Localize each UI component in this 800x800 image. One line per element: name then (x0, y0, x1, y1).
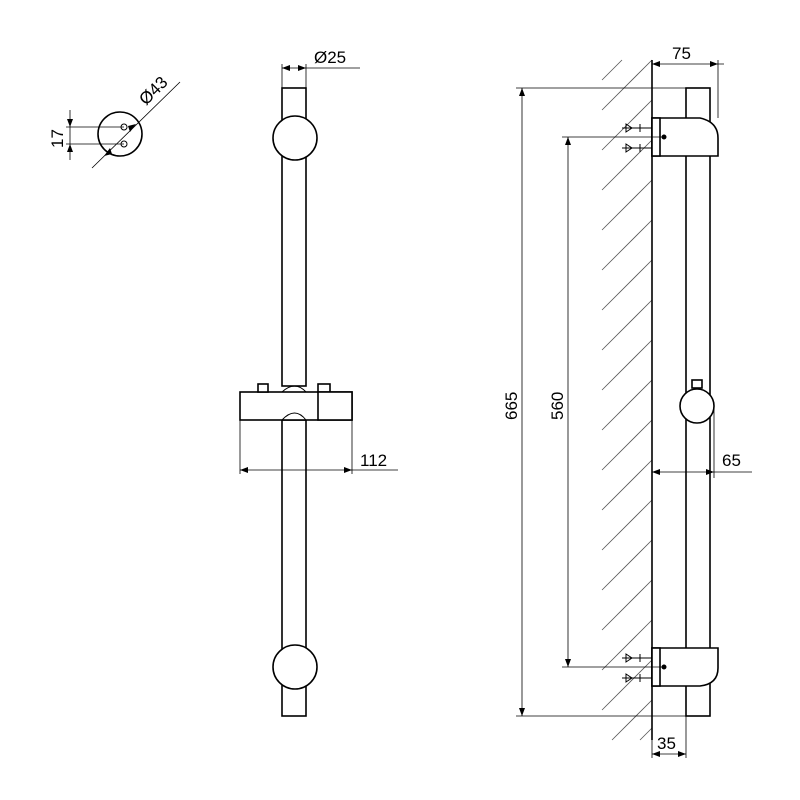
top-mount-knob (272, 115, 318, 161)
bar-offset-label: 35 (657, 734, 676, 753)
total-length-label: 665 (502, 392, 521, 420)
bar-diameter-label: Ø25 (314, 48, 346, 67)
hole-spacing-label: 17 (48, 129, 67, 148)
mount-spacing-label: 560 (548, 392, 567, 420)
front-view: Ø25 112 (239, 48, 398, 717)
slider-width-label: 112 (360, 451, 387, 470)
wall-hatch (601, 59, 653, 741)
end-diameter-label: Ø43 (135, 73, 171, 109)
holder-knob (679, 388, 715, 424)
bottom-mount-knob (272, 644, 318, 690)
holder-depth-label: 65 (722, 451, 741, 470)
end-cap-circle (97, 111, 143, 157)
bracket-depth-label: 75 (672, 44, 691, 63)
slider (239, 383, 353, 421)
end-view: 17 Ø43 (48, 73, 181, 169)
side-view: 75 65 35 665 560 (502, 44, 752, 758)
